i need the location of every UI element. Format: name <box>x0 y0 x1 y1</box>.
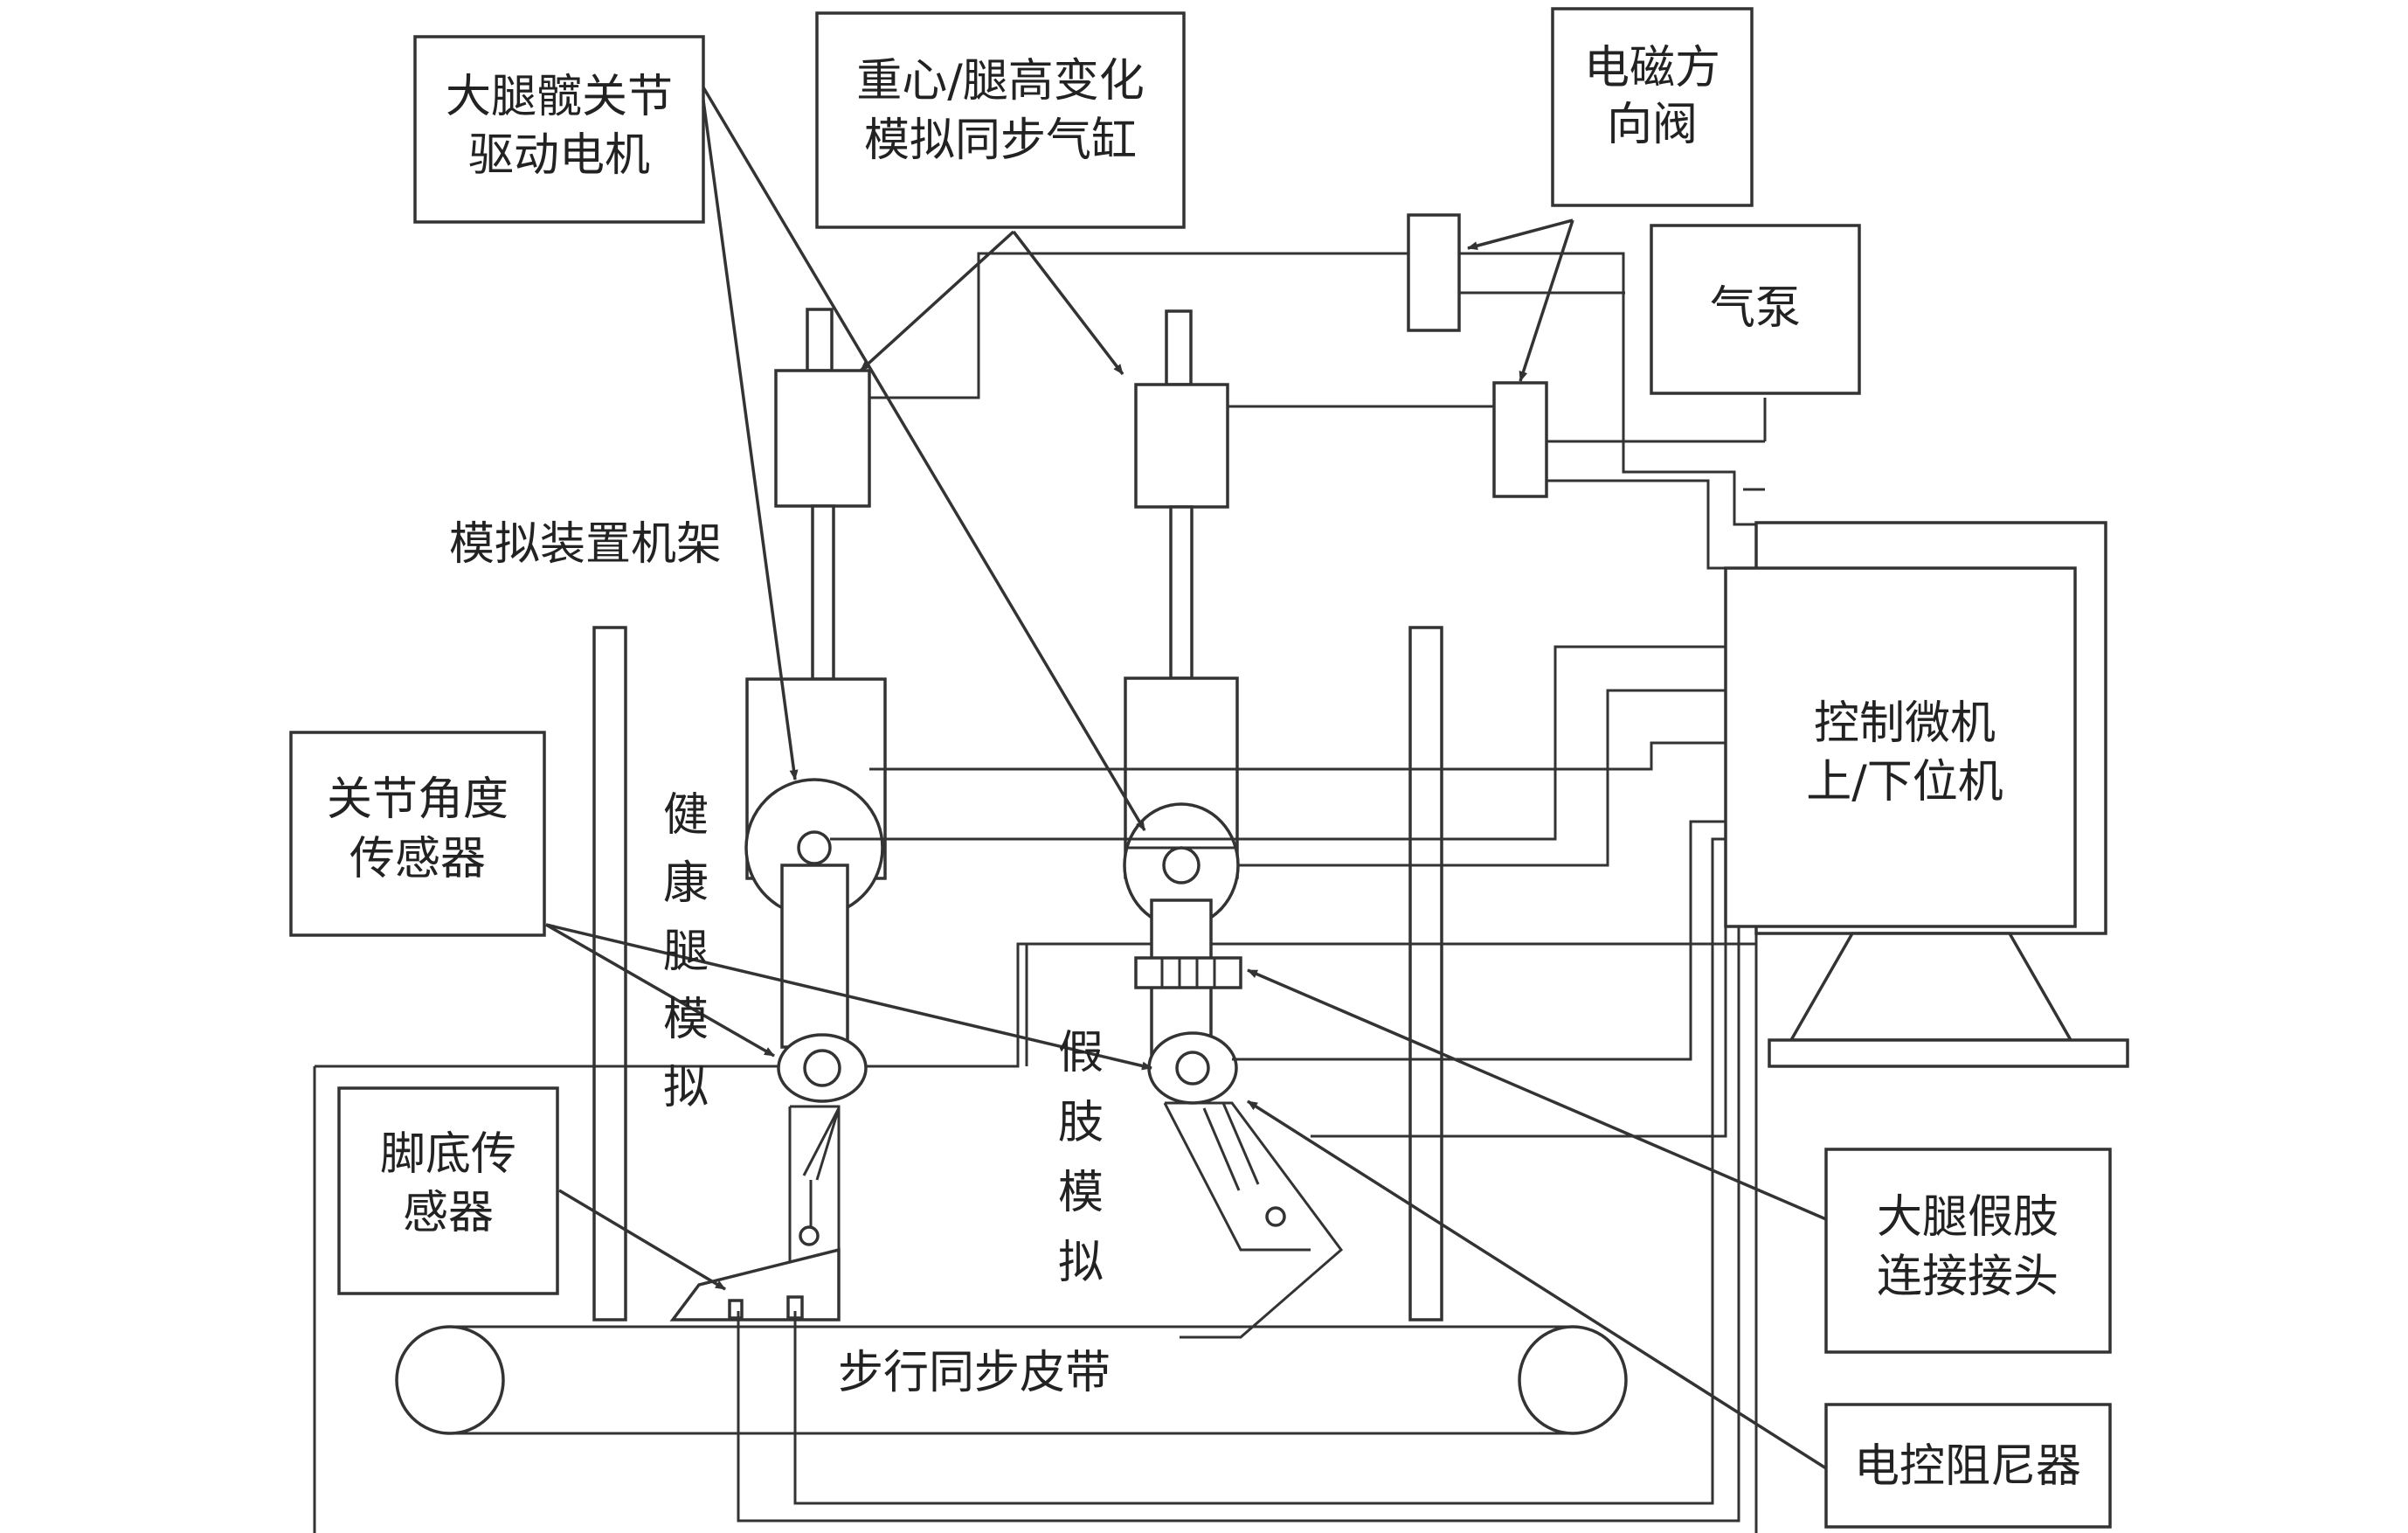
label-prosthesis: 假 肢 模 拟 <box>1058 1027 1104 1289</box>
label-prosthesis-char1: 假 <box>1058 1027 1104 1079</box>
label-cylinder-line1: 重心/腿高变化 <box>856 55 1145 108</box>
label-valve-line1: 电磁方 <box>1584 42 1720 94</box>
label-valve-line2: 向阀 <box>1607 99 1698 151</box>
prosthesis-leg-assembly <box>1123 309 1344 1339</box>
damper-box <box>1824 1403 2112 1529</box>
valve-box <box>1551 7 1754 207</box>
label-connector-line1: 大腿假肢 <box>1877 1191 2059 1244</box>
label-connector-line2: 连接接头 <box>1877 1251 2059 1303</box>
label-pump: 气泵 <box>1710 282 1801 335</box>
control-computer <box>1724 521 2129 1068</box>
label-joint-sensor: 关节角度 传感器 <box>327 773 509 885</box>
label-cylinder: 重心/腿高变化 模拟同步气缸 <box>856 55 1145 167</box>
label-computer: 控制微机 上/下位机 <box>1806 697 2003 808</box>
loop-wire-top <box>315 942 1756 1068</box>
signal-wires <box>737 645 1747 1523</box>
air-pump-box <box>1650 224 1861 395</box>
label-prosthesis-char3: 模 <box>1058 1167 1104 1219</box>
label-foot-sensor-line1: 脚底传 <box>380 1128 516 1181</box>
label-healthy-leg-char1: 健 <box>663 789 709 842</box>
label-cylinder-line2: 模拟同步气缸 <box>864 114 1137 167</box>
label-prosthesis-char2: 肢 <box>1058 1097 1104 1149</box>
cylinder-box <box>815 11 1186 229</box>
joint-sensor-box <box>289 731 546 937</box>
label-connector: 大腿假肢 连接接头 <box>1877 1191 2059 1303</box>
label-foot-sensor: 脚底传 感器 <box>380 1128 516 1239</box>
label-thigh-motor-line2: 驱动电机 <box>468 129 650 182</box>
label-healthy-leg-char4: 模 <box>663 994 709 1046</box>
connector-box <box>1824 1148 2112 1354</box>
walking-belt <box>395 1325 1628 1435</box>
outer-loop-wire <box>313 926 1758 1533</box>
label-thigh-motor: 大腿髋关节 驱动电机 <box>446 71 673 182</box>
label-healthy-leg-char3: 腿 <box>663 926 709 978</box>
thigh-motor-box <box>413 35 705 224</box>
label-healthy-leg-char2: 康 <box>663 857 709 910</box>
label-healthy-leg-char5: 拟 <box>663 1062 709 1114</box>
label-computer-line1: 控制微机 <box>1814 697 1996 750</box>
healthy-leg-assembly <box>669 308 887 1321</box>
frame-post-right <box>1408 626 1443 1321</box>
pointer-arrows <box>545 87 1827 1470</box>
solenoid-valve-2 <box>1492 381 1548 498</box>
foot-sensor-box <box>337 1086 559 1295</box>
label-joint-sensor-line1: 关节角度 <box>327 773 509 826</box>
air-piping <box>869 252 1767 570</box>
label-prosthesis-char4: 拟 <box>1058 1237 1104 1289</box>
label-damper: 电控阻尼器 <box>1854 1440 2081 1493</box>
label-valve: 电磁方 向阀 <box>1584 42 1720 151</box>
label-belt: 步行同步皮带 <box>838 1347 1111 1399</box>
label-foot-sensor-line2: 感器 <box>403 1187 494 1239</box>
label-joint-sensor-line2: 传感器 <box>349 833 486 885</box>
solenoid-valve-1 <box>1407 213 1461 332</box>
label-healthy-leg: 健 康 腿 模 拟 <box>663 789 709 1114</box>
label-thigh-motor-line1: 大腿髋关节 <box>446 71 673 123</box>
label-computer-line2: 上/下位机 <box>1806 756 2003 808</box>
label-frame: 模拟装置机架 <box>449 518 722 571</box>
frame-post-left <box>592 626 627 1321</box>
